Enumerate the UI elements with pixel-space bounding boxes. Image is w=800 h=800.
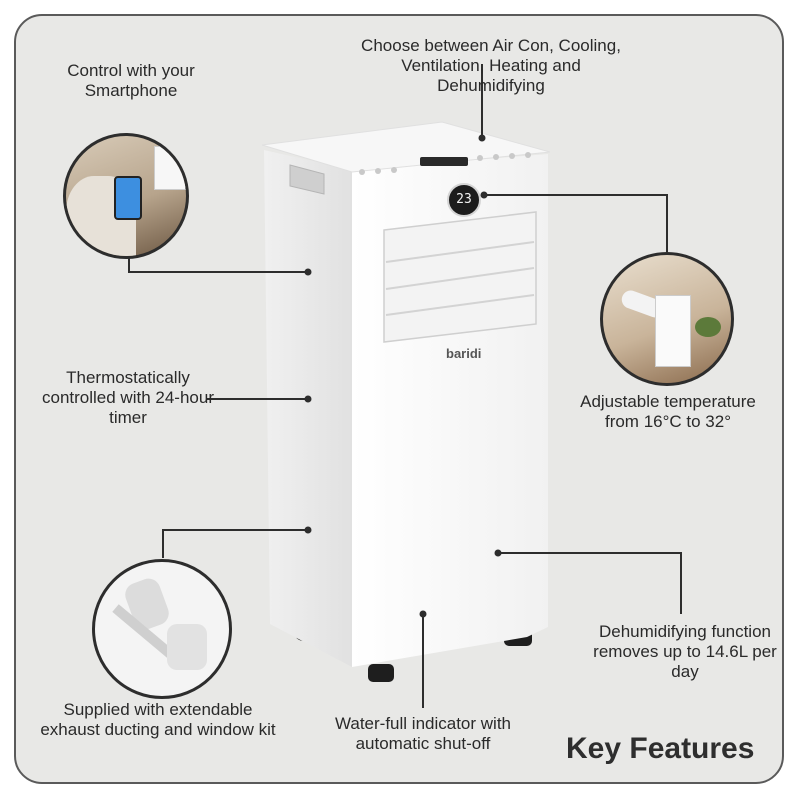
- feature-card: 23 baridi Choose between Air Con, Coolin…: [14, 14, 784, 784]
- page-title: Key Features: [566, 732, 755, 765]
- ducting-connector: [162, 529, 306, 558]
- smartphone-image: [63, 133, 189, 259]
- temperature-callout: Adjustable temperature from 16°C to 32°: [580, 392, 756, 431]
- temperature-display: 23: [447, 183, 481, 217]
- wheel: [368, 664, 394, 682]
- ducting-callout: Supplied with extendable exhaust ducting…: [40, 700, 276, 739]
- modes-callout: Choose between Air Con, Cooling, Ventila…: [361, 36, 621, 95]
- unit-side-panel: [264, 150, 352, 667]
- unit-top: [261, 121, 551, 173]
- thermostat-callout: Thermostatically controlled with 24-hour…: [42, 368, 214, 427]
- temperature-connector: [486, 194, 668, 252]
- control-display: [420, 157, 468, 166]
- phone-screen: [114, 176, 142, 220]
- dehumidify-connector: [498, 552, 682, 614]
- ducting-kit-image: [92, 559, 232, 699]
- brand-logo: baridi: [446, 346, 482, 361]
- air-conditioner-illustration: [128, 64, 682, 708]
- air-louvre: [383, 211, 537, 343]
- water-full-callout: Water-full indicator with automatic shut…: [334, 714, 512, 753]
- side-handle: [289, 164, 325, 195]
- room-image: [600, 252, 734, 386]
- dehumidify-callout: Dehumidifying function removes up to 14.…: [593, 622, 777, 681]
- smartphone-callout: Control with your Smartphone: [67, 61, 195, 100]
